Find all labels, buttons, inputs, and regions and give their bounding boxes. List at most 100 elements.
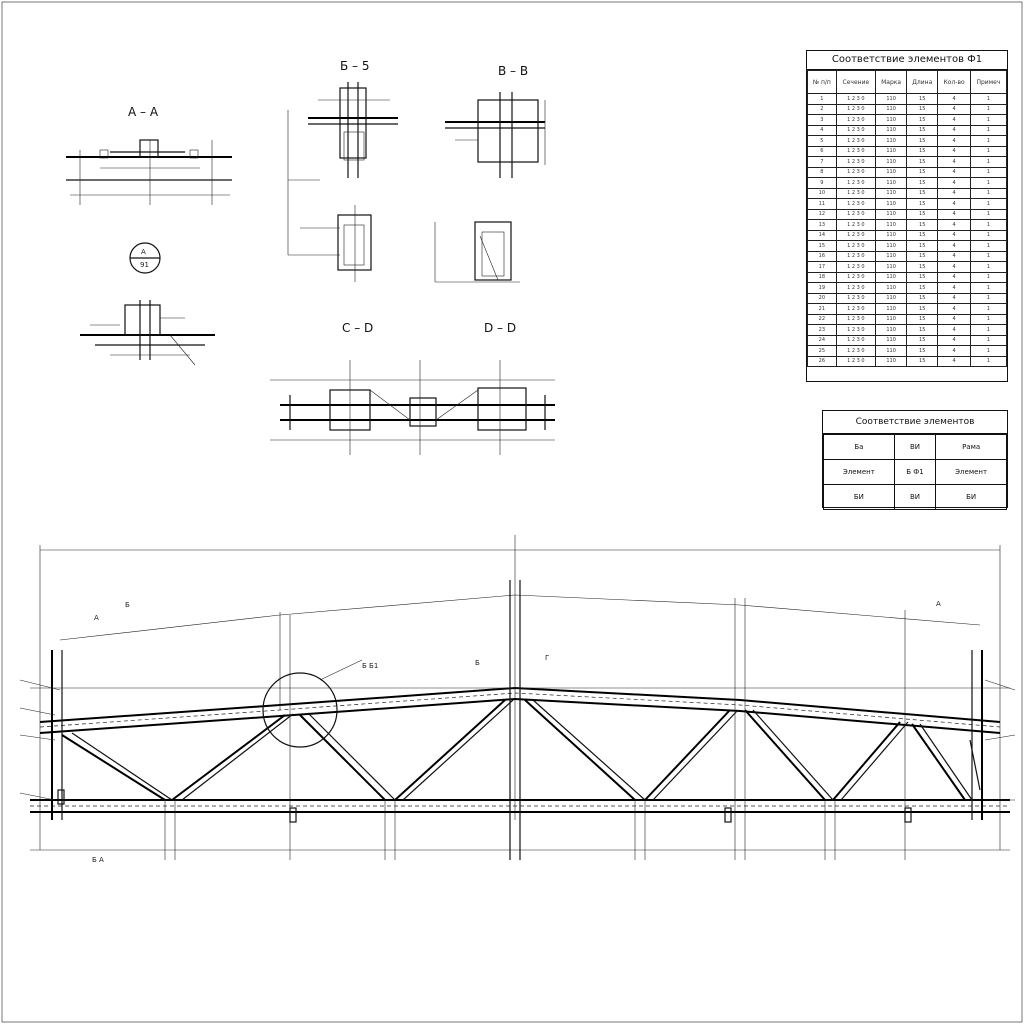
section-cd-label: С – D — [342, 321, 373, 335]
spec-cell: 110 — [875, 93, 908, 105]
spec-cell: 1 2 3 0 — [835, 114, 877, 126]
spec-cell: 1 2 3 0 — [835, 229, 877, 241]
spec-cell: 110 — [875, 271, 908, 283]
spec-cell: 1 2 3 0 — [835, 103, 877, 115]
spec-cell: 4 — [937, 124, 971, 136]
spec-cell: 15 — [906, 156, 939, 168]
legend-cell: БИ — [935, 484, 1007, 510]
truss-mark-left: А — [94, 614, 99, 622]
spec-cell: 15 — [906, 198, 939, 210]
spec-cell: 110 — [875, 156, 908, 168]
spec-cell: 1 — [969, 198, 1008, 210]
spec-cell: 1 2 3 0 — [835, 240, 877, 252]
spec-cell: 15 — [906, 124, 939, 136]
truss-mark-mid: Б — [475, 659, 480, 667]
spec-cell: 4 — [807, 124, 837, 136]
truss-diagonals — [61, 699, 973, 801]
spec-cell: 12 — [807, 208, 837, 220]
spec-cell: 15 — [807, 240, 837, 252]
spec-cell: 110 — [875, 240, 908, 252]
spec-cell: 15 — [906, 282, 939, 294]
spec-cell: 14 — [807, 229, 837, 241]
spec-cell: 4 — [937, 282, 971, 294]
spec-cell: 110 — [875, 282, 908, 294]
spec-cell: 4 — [937, 240, 971, 252]
spec-cell: 110 — [875, 135, 908, 147]
spec-cell: 110 — [875, 229, 908, 241]
section-bb-label: В – В — [498, 64, 528, 78]
section-dd-label: D – D — [484, 321, 516, 335]
legend-cell: Элемент — [823, 459, 895, 485]
spec-cell: 4 — [937, 292, 971, 304]
spec-cell: 1 — [969, 187, 1008, 199]
spec-cell: 1 2 3 0 — [835, 124, 877, 136]
spec-cell: 1 2 3 0 — [835, 292, 877, 304]
spec-cell: 15 — [906, 114, 939, 126]
spec-cell: 4 — [937, 177, 971, 189]
spec-cell: 15 — [906, 303, 939, 315]
spec-cell: 1 2 3 0 — [835, 198, 877, 210]
spec-cell: 110 — [875, 166, 908, 178]
spec-cell: 4 — [937, 145, 971, 157]
spec-cell: 15 — [906, 208, 939, 220]
spec-cell: 20 — [807, 292, 837, 304]
spec-cell: 110 — [875, 114, 908, 126]
spec-cell: 1 2 3 0 — [835, 355, 877, 367]
spec-cell: 1 — [969, 271, 1008, 283]
spec-cell: 4 — [937, 355, 971, 367]
section-callout: A 91 — [129, 242, 161, 274]
spec-cell: 21 — [807, 303, 837, 315]
spec-cell: 1 2 3 0 — [835, 334, 877, 346]
spec-cell: 1 — [969, 229, 1008, 241]
spec-header-cell: Примеч — [969, 70, 1008, 94]
legend-cell: Б Ф1 — [893, 459, 937, 485]
spec-cell: 23 — [807, 324, 837, 336]
truss-mark-bottom: Б А — [92, 856, 104, 864]
spec-cell: 1 — [969, 345, 1008, 357]
spec-cell: 1 2 3 0 — [835, 156, 877, 168]
spec-cell: 110 — [875, 208, 908, 220]
spec-cell: 1 2 3 0 — [835, 271, 877, 283]
spec-cell: 110 — [875, 355, 908, 367]
spec-cell: 110 — [875, 187, 908, 199]
spec-header-cell: Кол-во — [937, 70, 971, 94]
spec-cell: 1 — [969, 261, 1008, 273]
spec-cell: 24 — [807, 334, 837, 346]
spec-cell: 15 — [906, 261, 939, 273]
spec-cell: 1 2 3 0 — [835, 93, 877, 105]
spec-cell: 110 — [875, 261, 908, 273]
spec-cell: 1 2 3 0 — [835, 345, 877, 357]
legend-cell: ВИ — [893, 484, 937, 510]
spec-cell: 1 — [807, 93, 837, 105]
spec-cell: 1 — [969, 240, 1008, 252]
spec-cell: 1 2 3 0 — [835, 135, 877, 147]
spec-cell: 110 — [875, 313, 908, 325]
node-detail-circle — [262, 672, 338, 748]
callout-number: 91 — [140, 261, 149, 269]
spec-table-title: Cooтветствие элементов Ф1 — [807, 51, 1007, 70]
legend-cell: ВИ — [893, 434, 937, 460]
spec-cell: 4 — [937, 187, 971, 199]
section-a-a-label: A – A — [128, 105, 159, 119]
section-b5-label: Б – 5 — [340, 59, 370, 73]
